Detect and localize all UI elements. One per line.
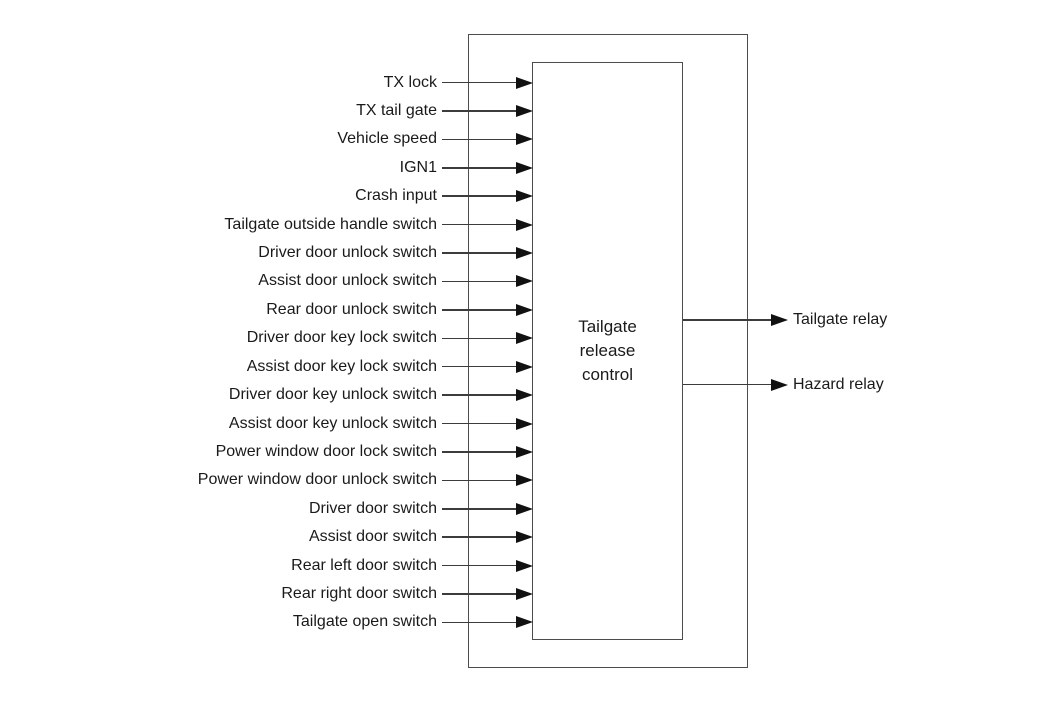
arrowhead-icon <box>516 417 533 430</box>
signal-wire <box>683 319 772 321</box>
input-signal-label: Driver door key lock switch <box>246 329 437 347</box>
signal-wire <box>442 280 520 283</box>
signal-wire <box>442 508 520 510</box>
input-signal-label: Assist door switch <box>308 528 437 546</box>
input-signal-label: Tailgate open switch <box>292 613 437 631</box>
arrowhead-icon <box>516 559 533 572</box>
output-signal-label: Tailgate relay <box>793 311 888 328</box>
signal-wire <box>442 110 520 112</box>
arrowhead-icon <box>516 616 533 629</box>
input-signal-label: IGN1 <box>399 158 437 176</box>
output-signal-label: Hazard relay <box>793 375 884 393</box>
arrowhead-icon <box>771 314 788 326</box>
arrowhead-icon <box>516 104 533 117</box>
control-block: Tailgate release control <box>532 62 683 640</box>
outer-boundary-box <box>468 34 748 668</box>
arrowhead-icon <box>516 531 533 544</box>
arrowhead-icon <box>516 474 533 487</box>
input-signal-label: TX tail gate <box>356 101 437 119</box>
signal-wire <box>442 422 520 425</box>
input-signal-label: Driver door switch <box>308 499 437 517</box>
signal-wire <box>442 536 520 538</box>
input-signal-label: Rear right door switch <box>281 585 437 603</box>
signal-wire <box>442 309 520 311</box>
input-signal-label: Rear door unlock switch <box>266 300 437 318</box>
arrowhead-icon <box>516 502 533 515</box>
signal-wire <box>442 195 520 197</box>
signal-wire <box>442 223 520 226</box>
signal-wire <box>442 621 520 624</box>
signal-wire <box>442 167 520 169</box>
input-signal-label: Power window door lock switch <box>215 442 437 460</box>
signal-wire <box>442 252 520 254</box>
input-signal-label: Power window door unlock switch <box>197 471 437 489</box>
signal-wire <box>442 479 520 482</box>
input-signal-label: TX lock <box>383 73 437 91</box>
arrowhead-icon <box>516 303 533 316</box>
arrowhead-icon <box>516 133 533 146</box>
block-label-line: Tailgate <box>578 317 637 336</box>
input-signal-label: Driver door unlock switch <box>258 244 437 262</box>
arrowhead-icon <box>771 378 788 391</box>
signal-wire <box>442 564 520 567</box>
input-signal-label: Crash input <box>355 187 437 205</box>
signal-wire <box>442 365 520 368</box>
signal-wire <box>442 593 520 595</box>
signal-wire <box>683 383 772 386</box>
input-signal-label: Vehicle speed <box>337 130 437 148</box>
block-label-line: control <box>581 365 633 384</box>
arrowhead-icon <box>516 588 533 601</box>
arrowhead-icon <box>516 445 533 458</box>
signal-wire <box>442 337 520 340</box>
arrowhead-icon <box>516 360 533 373</box>
arrowhead-icon <box>516 332 533 345</box>
signal-wire <box>442 138 520 141</box>
input-signal-label: Tailgate outside handle switch <box>224 215 437 233</box>
control-block-label: Tailgate release control <box>578 315 637 387</box>
input-signal-label: Assist door unlock switch <box>258 272 437 290</box>
input-signal-label: Assist door key unlock switch <box>228 414 437 432</box>
input-signal-label: Rear left door switch <box>291 556 437 574</box>
signal-wire <box>442 81 520 84</box>
arrowhead-icon <box>516 389 533 402</box>
signal-wire <box>442 451 520 453</box>
signal-wire <box>442 394 520 396</box>
input-signal-label: Driver door key unlock switch <box>228 386 437 404</box>
input-signal-label: Assist door key lock switch <box>246 357 437 375</box>
arrowhead-icon <box>516 247 533 260</box>
arrowhead-icon <box>516 218 533 231</box>
block-label-line: release <box>579 341 636 360</box>
arrowhead-icon <box>516 275 533 288</box>
arrowhead-icon <box>516 161 533 174</box>
arrowhead-icon <box>516 190 533 203</box>
arrowhead-icon <box>516 76 533 89</box>
